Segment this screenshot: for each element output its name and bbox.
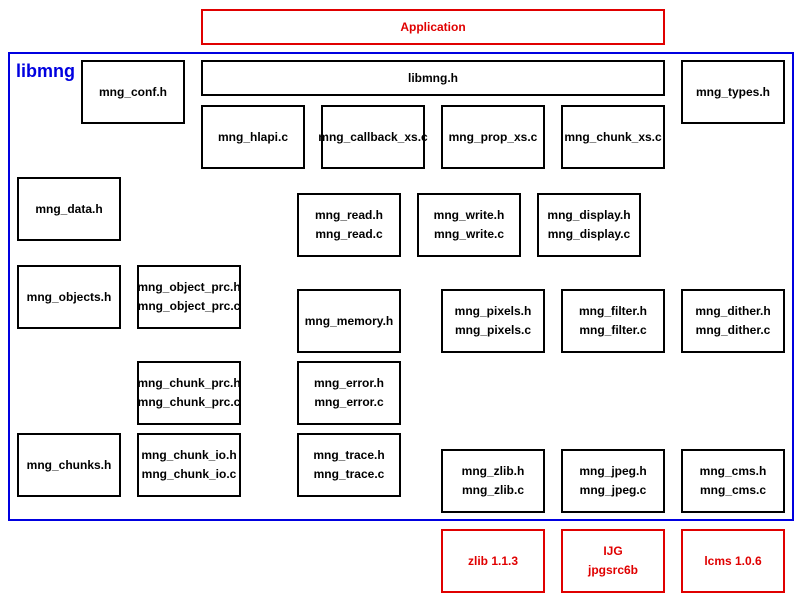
external-line: IJG <box>603 544 623 558</box>
external-lcms: lcms 1.0.6 <box>681 529 785 593</box>
module-line: mng_trace.c <box>313 467 385 481</box>
module-line: mng_chunks.h <box>26 457 112 472</box>
module-line: mng_filter.h <box>578 304 647 318</box>
module-line: mng_chunk_prc.c <box>137 395 241 409</box>
module-mng-chunk-io: mng_chunk_io.h mng_chunk_io.c <box>137 433 241 497</box>
module-line: mng_chunk_io.h <box>141 448 237 462</box>
module-line: mng_display.h <box>547 208 631 222</box>
module-mng-write: mng_write.h mng_write.c <box>417 193 521 257</box>
module-mng-pixels: mng_pixels.h mng_pixels.c <box>441 289 545 353</box>
module-line: mng_chunk_xs.c <box>564 129 662 144</box>
module-mng-hlapi: mng_hlapi.c <box>201 105 305 169</box>
module-line: mng_chunk_prc.h <box>137 376 241 390</box>
module-mng-chunks: mng_chunks.h <box>17 433 121 497</box>
module-line: mng_object_prc.h <box>137 280 241 294</box>
module-line: mng_data.h <box>35 201 103 216</box>
module-line: mng_objects.h <box>26 289 112 304</box>
module-mng-chunk-prc: mng_chunk_prc.h mng_chunk_prc.c <box>137 361 241 425</box>
module-line: mng_trace.h <box>313 448 385 462</box>
module-line: mng_zlib.h <box>461 464 525 478</box>
module-mng-error: mng_error.h mng_error.c <box>297 361 401 425</box>
module-line: mng_pixels.h <box>454 304 532 318</box>
module-line: mng_dither.h <box>695 304 771 318</box>
external-ijg: IJG jpgsrc6b <box>561 529 665 593</box>
module-mng-chunk-xs: mng_chunk_xs.c <box>561 105 665 169</box>
module-libmng-h: libmng.h <box>201 60 665 96</box>
module-mng-cms: mng_cms.h mng_cms.c <box>681 449 785 513</box>
application-label: Application <box>400 19 466 34</box>
module-line: mng_types.h <box>695 84 770 99</box>
module-line: mng_jpeg.h <box>579 464 647 478</box>
module-mng-types: mng_types.h <box>681 60 785 124</box>
module-line: mng_write.h <box>433 208 505 222</box>
module-line: mng_object_prc.c <box>137 299 241 313</box>
module-line: mng_hlapi.c <box>217 129 288 144</box>
module-line: mng_pixels.c <box>454 323 532 337</box>
module-line: mng_dither.c <box>695 323 771 337</box>
module-line: mng_jpeg.c <box>579 483 647 497</box>
module-mng-memory: mng_memory.h <box>297 289 401 353</box>
module-mng-data: mng_data.h <box>17 177 121 241</box>
module-mng-objects: mng_objects.h <box>17 265 121 329</box>
module-line: libmng.h <box>408 70 458 85</box>
module-line: mng_error.h <box>313 376 385 390</box>
external-zlib: zlib 1.1.3 <box>441 529 545 593</box>
module-line: mng_display.c <box>547 227 631 241</box>
module-line: mng_filter.c <box>579 323 647 337</box>
module-mng-callback-xs: mng_callback_xs.c <box>318 105 428 169</box>
module-mng-filter: mng_filter.h mng_filter.c <box>561 289 665 353</box>
module-mng-trace: mng_trace.h mng_trace.c <box>297 433 401 497</box>
module-line: mng_zlib.c <box>461 483 524 497</box>
libmng-container <box>8 52 794 521</box>
module-mng-read: mng_read.h mng_read.c <box>297 193 401 257</box>
module-mng-jpeg: mng_jpeg.h mng_jpeg.c <box>561 449 665 513</box>
external-line: jpgsrc6b <box>587 563 638 577</box>
module-line: mng_chunk_io.c <box>141 467 237 481</box>
module-line: mng_conf.h <box>99 84 167 99</box>
libmng-label: libmng <box>16 61 75 81</box>
module-line: mng_callback_xs.c <box>318 129 428 144</box>
module-line: mng_read.h <box>314 208 383 222</box>
external-line: zlib 1.1.3 <box>467 553 519 568</box>
module-mng-prop-xs: mng_prop_xs.c <box>441 105 545 169</box>
external-line: lcms 1.0.6 <box>704 553 762 568</box>
module-mng-dither: mng_dither.h mng_dither.c <box>681 289 785 353</box>
module-line: mng_error.c <box>314 395 384 409</box>
application-box: Application <box>201 9 665 45</box>
module-line: mng_memory.h <box>304 313 394 328</box>
module-line: mng_cms.h <box>699 464 767 478</box>
module-line: mng_cms.c <box>699 483 767 497</box>
module-line: mng_write.c <box>433 227 505 241</box>
module-mng-conf: mng_conf.h <box>81 60 185 124</box>
module-mng-display: mng_display.h mng_display.c <box>537 193 641 257</box>
module-mng-object-prc: mng_object_prc.h mng_object_prc.c <box>137 265 241 329</box>
module-mng-zlib: mng_zlib.h mng_zlib.c <box>441 449 545 513</box>
module-line: mng_read.c <box>315 227 383 241</box>
module-line: mng_prop_xs.c <box>448 129 538 144</box>
